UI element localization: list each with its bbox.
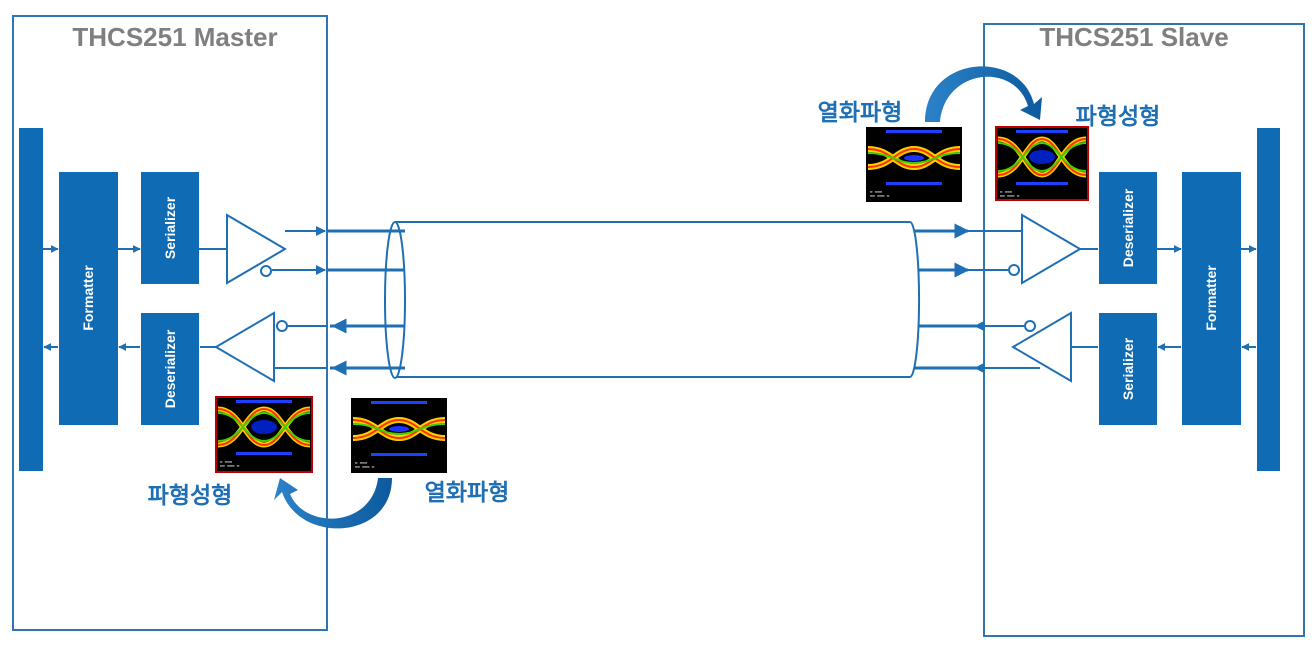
slave-frame: [983, 23, 1305, 637]
svg-text:▬ ▬▬▬: ▬ ▬▬▬: [1000, 189, 1013, 194]
slave-shaped-waveform-label: 파형성형: [1076, 104, 1161, 130]
slave-rx-receiver: [1021, 213, 1082, 285]
master-frame: [12, 15, 328, 631]
slave-shaping-curved-arrow: [925, 66, 1042, 122]
slave-formatter-block: [1182, 172, 1241, 425]
master-degraded-waveform-label: 열화파형: [425, 480, 510, 506]
svg-text:▬▬ ▬▬▬ ▬: ▬▬ ▬▬▬ ▬: [220, 463, 240, 468]
master-title: THCS251 Master: [72, 22, 277, 52]
svg-text:▬ ▬▬▬: ▬ ▬▬▬: [870, 189, 883, 194]
slave-title: THCS251 Slave: [1039, 22, 1228, 52]
slave-serializer-block: [1099, 313, 1157, 425]
master-deserializer-block: [141, 313, 199, 425]
master-bus-bar: [19, 128, 43, 471]
svg-text:▬ ▬▬▬: ▬ ▬▬▬: [355, 460, 368, 465]
master-formatter-block: [59, 172, 118, 425]
master-tx-driver: [226, 213, 287, 285]
master-rx-inverter-bubble: [276, 320, 288, 332]
slave-degraded-eye-diagram: ▬ ▬▬▬ ▬▬ ▬▬▬ ▬: [866, 127, 962, 202]
slave-tx-driver: [1011, 311, 1072, 383]
cable-left-end: [384, 221, 406, 379]
master-degraded-eye-diagram: ▬ ▬▬▬ ▬▬ ▬▬▬ ▬: [351, 398, 447, 473]
svg-text:▬▬ ▬▬▬ ▬: ▬▬ ▬▬▬ ▬: [870, 193, 890, 198]
slave-formatter-label: Formatter: [1203, 265, 1219, 331]
master-shaped-waveform-label: 파형성형: [148, 483, 233, 509]
slave-deserializer-block: [1099, 172, 1157, 284]
slave-rx-inverter-bubble: [1008, 264, 1020, 276]
master-serializer-label: Serializer: [162, 196, 178, 259]
slave-serializer-label: Serializer: [1120, 337, 1136, 400]
master-shaping-curved-arrow: [274, 478, 392, 529]
master-serializer-block: [141, 172, 199, 284]
svg-text:▬▬ ▬▬▬ ▬: ▬▬ ▬▬▬ ▬: [1000, 193, 1020, 198]
master-shaped-eye-diagram: ▬ ▬▬▬ ▬▬ ▬▬▬ ▬: [215, 396, 313, 473]
slave-degraded-waveform-label: 열화파형: [818, 100, 903, 126]
svg-text:▬▬ ▬▬▬ ▬: ▬▬ ▬▬▬ ▬: [355, 464, 375, 469]
master-formatter-label: Formatter: [80, 265, 96, 331]
cable-body: [395, 221, 921, 378]
svg-text:▬ ▬▬▬: ▬ ▬▬▬: [220, 459, 233, 464]
master-rx-receiver: [214, 311, 275, 383]
slave-shaped-eye-diagram: ▬ ▬▬▬ ▬▬ ▬▬▬ ▬: [995, 126, 1089, 201]
slave-bus-bar: [1257, 128, 1280, 471]
master-tx-inverter-bubble: [260, 265, 272, 277]
master-deserializer-label: Deserializer: [162, 329, 178, 408]
slave-deserializer-label: Deserializer: [1120, 188, 1136, 267]
slave-tx-inverter-bubble: [1024, 320, 1036, 332]
